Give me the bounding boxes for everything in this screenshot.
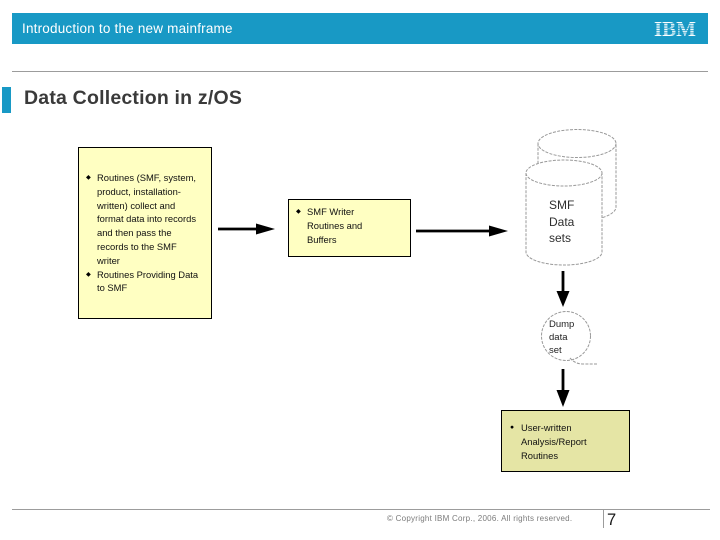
footer-divider-line (12, 509, 710, 510)
arrow-smfwriter-to-datasets-icon (416, 225, 508, 237)
slide-title: Data Collection in z/OS (24, 87, 243, 109)
bullet-item: ◆ SMF Writer Routines and Buffers (296, 205, 380, 246)
bullet-item: ● User-written Analysis/Report Routines (510, 421, 607, 462)
copyright-notice: © Copyright IBM Corp., 2006. All rights … (387, 514, 573, 523)
arrow-datasets-to-dump-icon (556, 271, 570, 307)
header-divider-line (12, 71, 708, 72)
smf-dataset-cylinder-front-icon (525, 159, 603, 266)
smf-writer-box: ◆ SMF Writer Routines and Buffers (288, 199, 411, 257)
routines-box: ◆ Routines (SMF, system, product, instal… (78, 147, 212, 319)
bullet-icon: ◆ (86, 270, 91, 278)
analysis-bullet: User-written Analysis/Report Routines (521, 422, 590, 461)
course-title: Introduction to the new mainframe (22, 21, 233, 36)
bullet-icon: ◆ (86, 174, 91, 181)
ibm-logo-stripe-gaps (653, 23, 699, 35)
analysis-report-box: ● User-written Analysis/Report Routines (501, 410, 630, 472)
dump-dataset-label: Dump data set (549, 319, 575, 356)
bullet-item: ◆ Routines (SMF, system, product, instal… (86, 171, 199, 268)
smf-datasets-label: SMF Data sets (549, 198, 575, 245)
header-bar: Introduction to the new mainframe IBM (12, 13, 708, 44)
routines-bullet-2: Routines Providing Data to SMF (97, 268, 204, 294)
routines-bullet-1: Routines (SMF, system, product, installa… (97, 172, 199, 266)
dump-dataset-tape-icon (541, 311, 598, 365)
bullet-icon: ● (510, 424, 515, 431)
smf-writer-bullet: SMF Writer Routines and Buffers (307, 206, 365, 245)
arrow-dump-to-analysis-icon (556, 369, 570, 407)
bullet-icon: ◆ (296, 208, 301, 215)
ibm-logo: IBM (653, 17, 699, 41)
bullet-item: ◆ Routines Providing Data to SMF (86, 268, 199, 296)
footer-vertical-divider (603, 509, 604, 528)
page-number: 7 (607, 511, 617, 529)
arrow-routines-to-smfwriter-icon (218, 223, 275, 235)
title-accent-bar (2, 87, 11, 113)
